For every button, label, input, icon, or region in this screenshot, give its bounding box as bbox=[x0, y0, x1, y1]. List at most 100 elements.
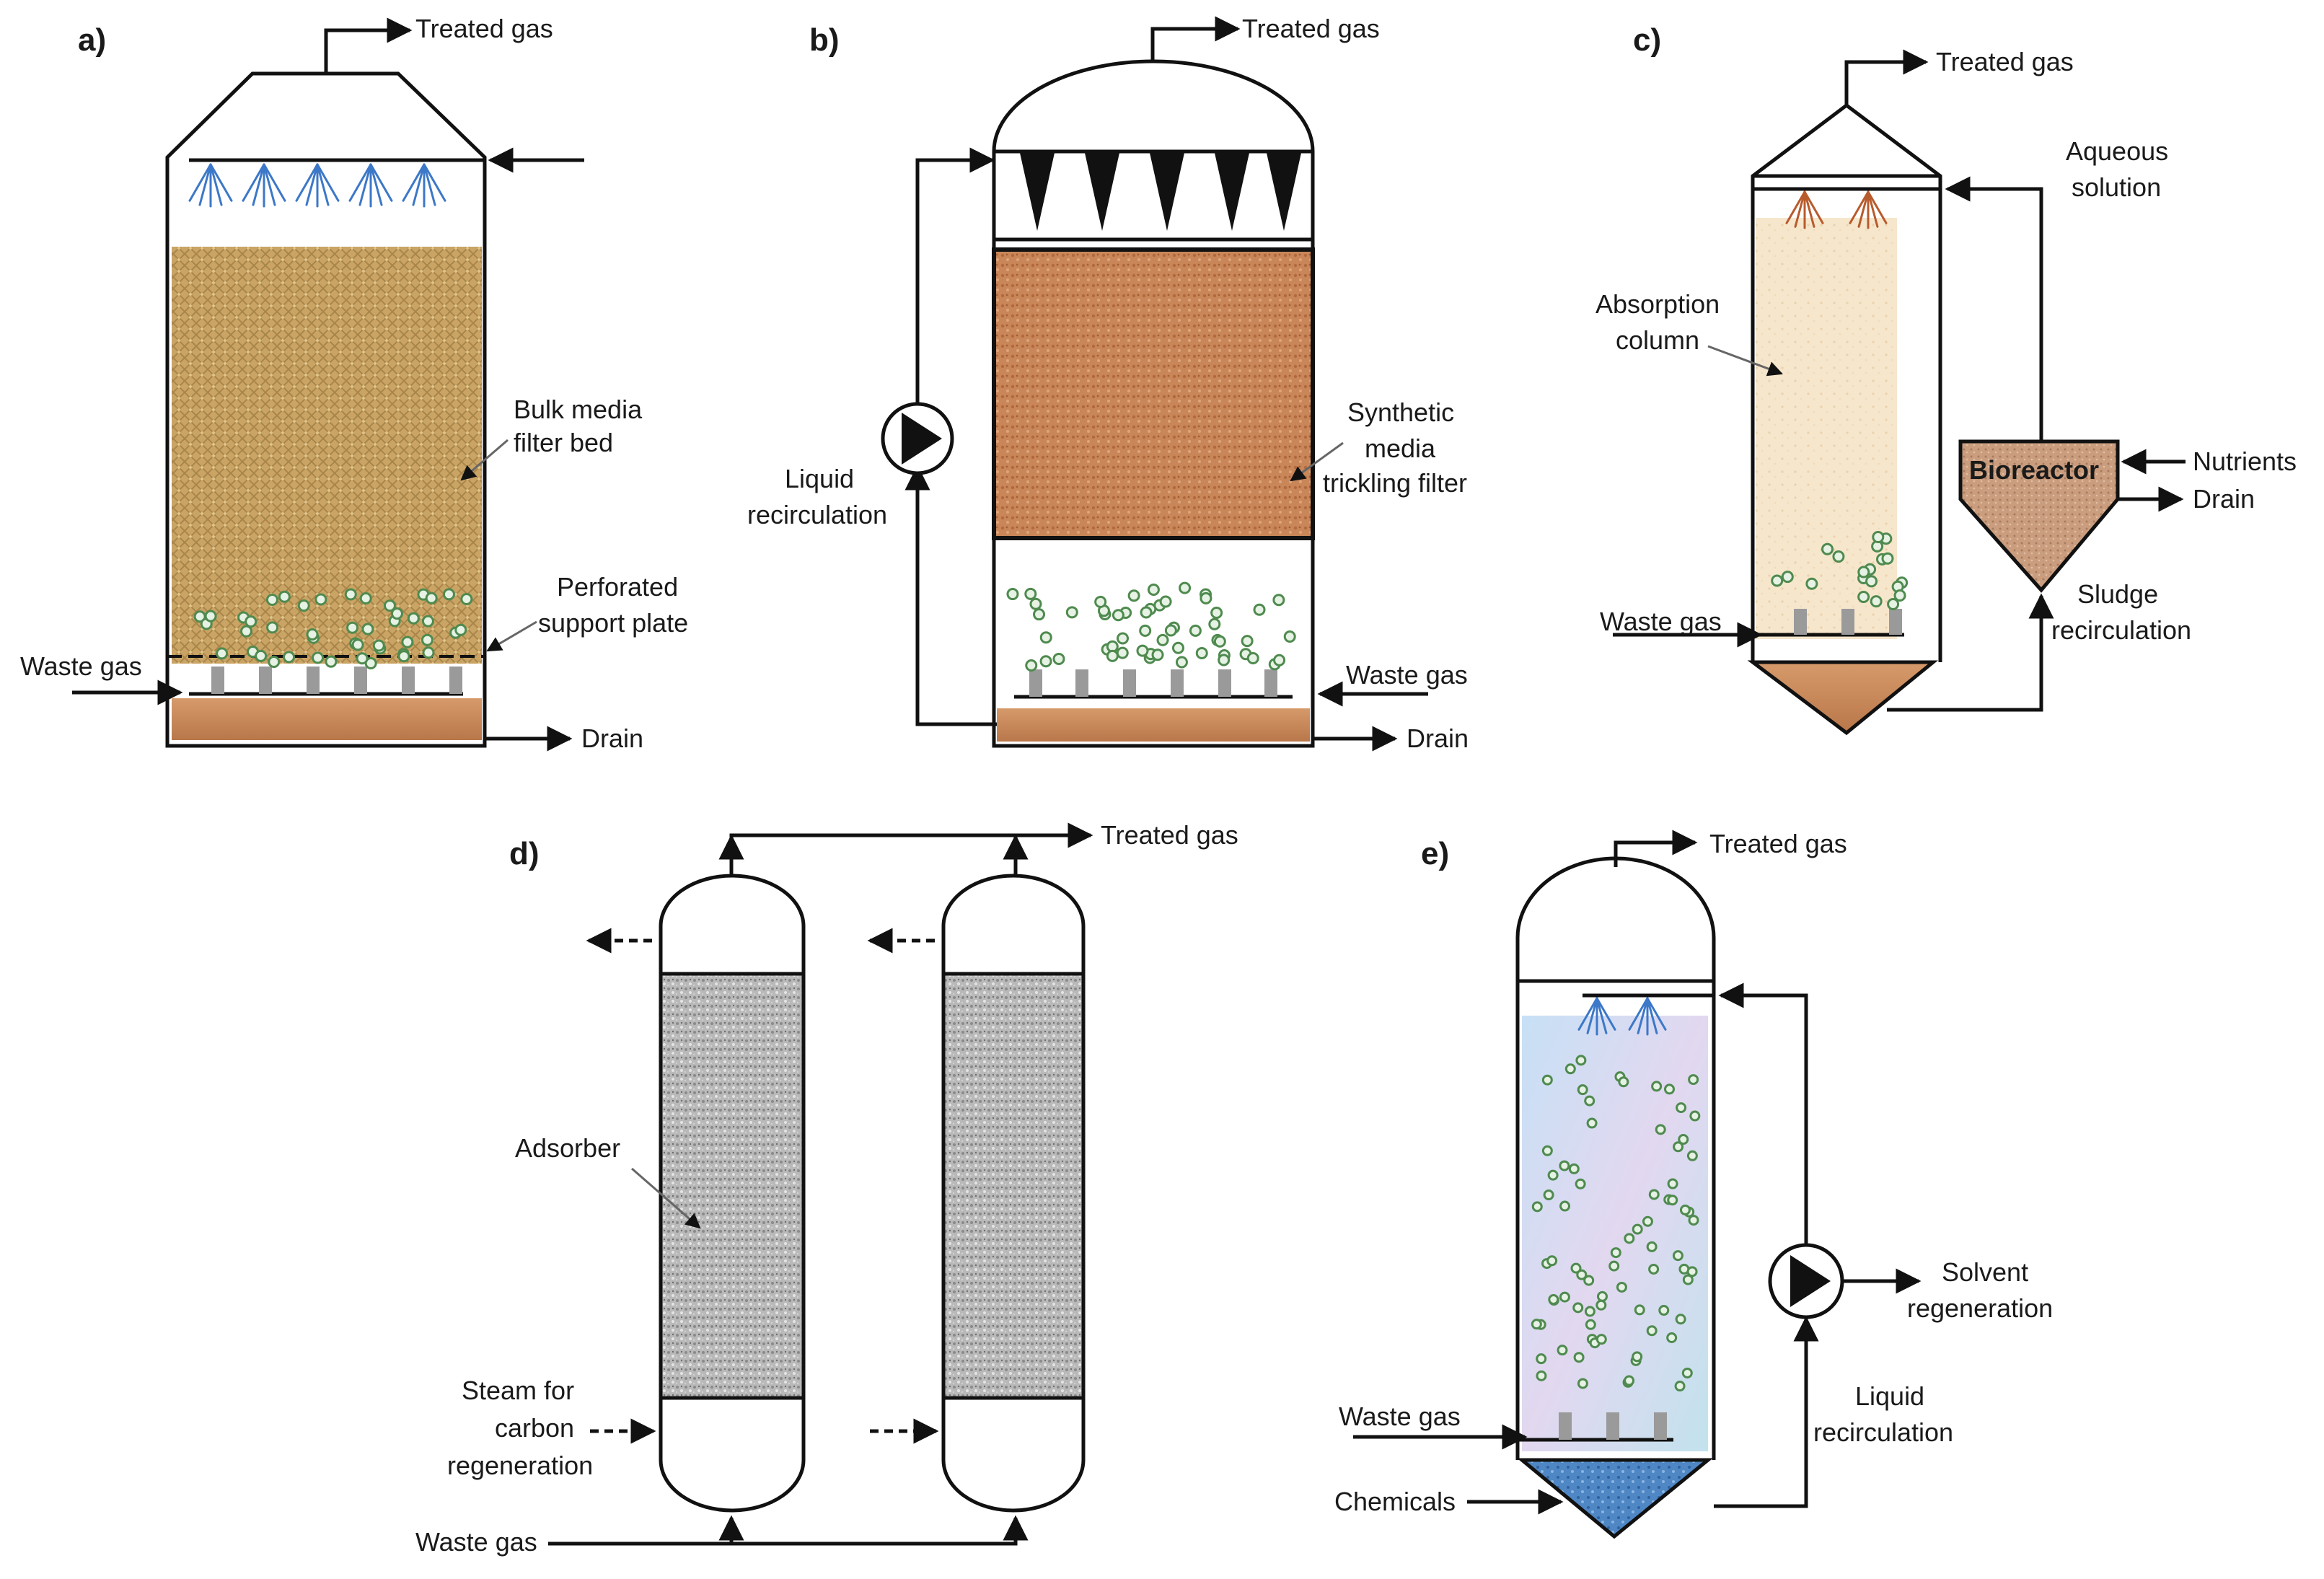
panel-e-letter: e) bbox=[1421, 836, 1449, 871]
gas-bubble bbox=[1865, 575, 1878, 588]
gas-bubble bbox=[1159, 595, 1172, 608]
spray-jet bbox=[1794, 190, 1806, 228]
gas-bubble bbox=[1195, 646, 1208, 659]
distribution-cone bbox=[1150, 153, 1184, 231]
gas-bubble bbox=[442, 588, 455, 601]
gas-bubble bbox=[1559, 1160, 1570, 1171]
gas-bubble bbox=[1573, 1352, 1585, 1363]
gas-bubble bbox=[1006, 588, 1019, 601]
gas-bubble bbox=[1872, 531, 1885, 544]
diffuser-nozzle bbox=[1171, 669, 1184, 697]
gas-bubble bbox=[265, 593, 278, 606]
gas-bubble bbox=[401, 635, 414, 648]
label-waste-gas: Waste gas bbox=[1600, 607, 1722, 636]
diffuser-nozzle bbox=[1654, 1412, 1667, 1440]
label-carbon: carbon bbox=[495, 1413, 574, 1443]
gas-bubble bbox=[1686, 1266, 1698, 1277]
label-perforated: Perforated bbox=[557, 572, 678, 602]
gas-bubble bbox=[1584, 1095, 1595, 1107]
gas-bubble bbox=[1771, 574, 1784, 587]
panel-c-letter: c) bbox=[1633, 22, 1661, 58]
treated-gas-header bbox=[729, 833, 1016, 876]
gas-bubble bbox=[1596, 1290, 1608, 1302]
gas-bubble bbox=[1208, 617, 1221, 630]
gas-bubble bbox=[1881, 552, 1894, 565]
gas-bubble bbox=[1546, 1255, 1558, 1267]
gas-bubble bbox=[1570, 1262, 1582, 1274]
gas-bubble bbox=[1557, 1345, 1568, 1356]
panel-a-biofilter: a) Treated gas Bulk media filter bed Per… bbox=[20, 14, 688, 753]
gas-bubble bbox=[1175, 656, 1188, 669]
gas-bubble bbox=[1140, 606, 1153, 619]
label-treated-gas: Treated gas bbox=[1936, 47, 2074, 76]
gas-diffusers bbox=[211, 667, 462, 694]
label-bioreactor: Bioreactor bbox=[1969, 455, 2099, 485]
gas-bubble bbox=[1246, 651, 1259, 664]
pump-icon bbox=[1790, 1255, 1831, 1307]
spray-jet bbox=[423, 163, 446, 202]
label-liquid: Liquid bbox=[785, 464, 854, 493]
gas-bubble bbox=[1675, 1314, 1686, 1325]
label-drain: Drain bbox=[1407, 723, 1469, 753]
treated-gas-outlet bbox=[1614, 830, 1698, 867]
spray-jet bbox=[369, 163, 393, 202]
gas-bubble bbox=[1679, 1204, 1691, 1215]
gas-bubble bbox=[1821, 542, 1834, 555]
gas-bubble bbox=[240, 625, 253, 638]
panel-a-letter: a) bbox=[78, 22, 106, 58]
gas-bubble bbox=[1648, 1189, 1660, 1200]
label-liquid: Liquid bbox=[1855, 1381, 1924, 1411]
spray-jet bbox=[209, 163, 223, 206]
gas-bubble bbox=[1559, 1200, 1571, 1212]
gas-bubble bbox=[1857, 566, 1870, 579]
label-waste-gas: Waste gas bbox=[1339, 1402, 1461, 1431]
gas-bubble bbox=[1673, 1141, 1684, 1153]
gas-bubble bbox=[1052, 652, 1065, 665]
gas-bubble bbox=[1106, 649, 1119, 662]
spray-jet bbox=[295, 163, 319, 202]
label-treated-gas: Treated gas bbox=[1242, 14, 1380, 43]
gas-bubble bbox=[1893, 589, 1906, 602]
label-adsorber: Adsorber bbox=[515, 1133, 620, 1163]
gas-bubble bbox=[1025, 659, 1038, 672]
gas-bubbles bbox=[1006, 581, 1296, 672]
gas-bubble bbox=[1283, 630, 1296, 643]
gas-bubble bbox=[245, 615, 258, 628]
gas-bubble bbox=[1179, 581, 1192, 594]
gas-bubble bbox=[383, 599, 396, 612]
spray-jet bbox=[1577, 997, 1598, 1031]
gas-bubble bbox=[1870, 595, 1883, 608]
label-chemicals: Chemicals bbox=[1334, 1487, 1456, 1516]
gas-bubble bbox=[314, 593, 327, 606]
gas-bubble bbox=[1156, 633, 1169, 646]
diffuser-nozzle bbox=[307, 667, 320, 694]
recirculation-return-line bbox=[1714, 1316, 1819, 1508]
gas-bubble bbox=[1541, 1074, 1553, 1086]
gas-bubble bbox=[1164, 624, 1177, 637]
gas-bubble bbox=[1642, 1215, 1653, 1227]
gas-bubbles bbox=[1531, 1055, 1701, 1392]
drain-layer bbox=[172, 698, 482, 740]
label-synthetic: Synthetic bbox=[1347, 397, 1454, 427]
panel-e-chemical-scrubber: e) Treated gas Solvent regeneration Liqu… bbox=[1334, 829, 2053, 1539]
panel-b-letter: b) bbox=[809, 22, 840, 58]
gas-bubble bbox=[407, 612, 420, 625]
gas-bubble bbox=[255, 649, 268, 662]
spray-jet bbox=[1867, 190, 1888, 224]
gas-bubbles bbox=[193, 588, 473, 669]
label-solution: solution bbox=[2072, 172, 2161, 202]
gas-bubble bbox=[1646, 1325, 1658, 1337]
gas-bubble bbox=[1543, 1189, 1554, 1201]
gas-bubble bbox=[1672, 1250, 1683, 1262]
spray-jet bbox=[316, 163, 330, 206]
gas-bubble bbox=[346, 621, 359, 634]
gas-bubble bbox=[1189, 624, 1202, 637]
gas-bubble bbox=[1210, 606, 1223, 619]
gas-bubble bbox=[1667, 1178, 1678, 1189]
label-recirculation: recirculation bbox=[747, 500, 887, 529]
spray-jet bbox=[316, 163, 340, 202]
gas-bubble bbox=[1688, 1215, 1699, 1226]
treated-gas-outlet bbox=[324, 17, 413, 74]
recirculation-supply-line bbox=[1718, 982, 1808, 1244]
gas-bubble bbox=[268, 655, 281, 668]
